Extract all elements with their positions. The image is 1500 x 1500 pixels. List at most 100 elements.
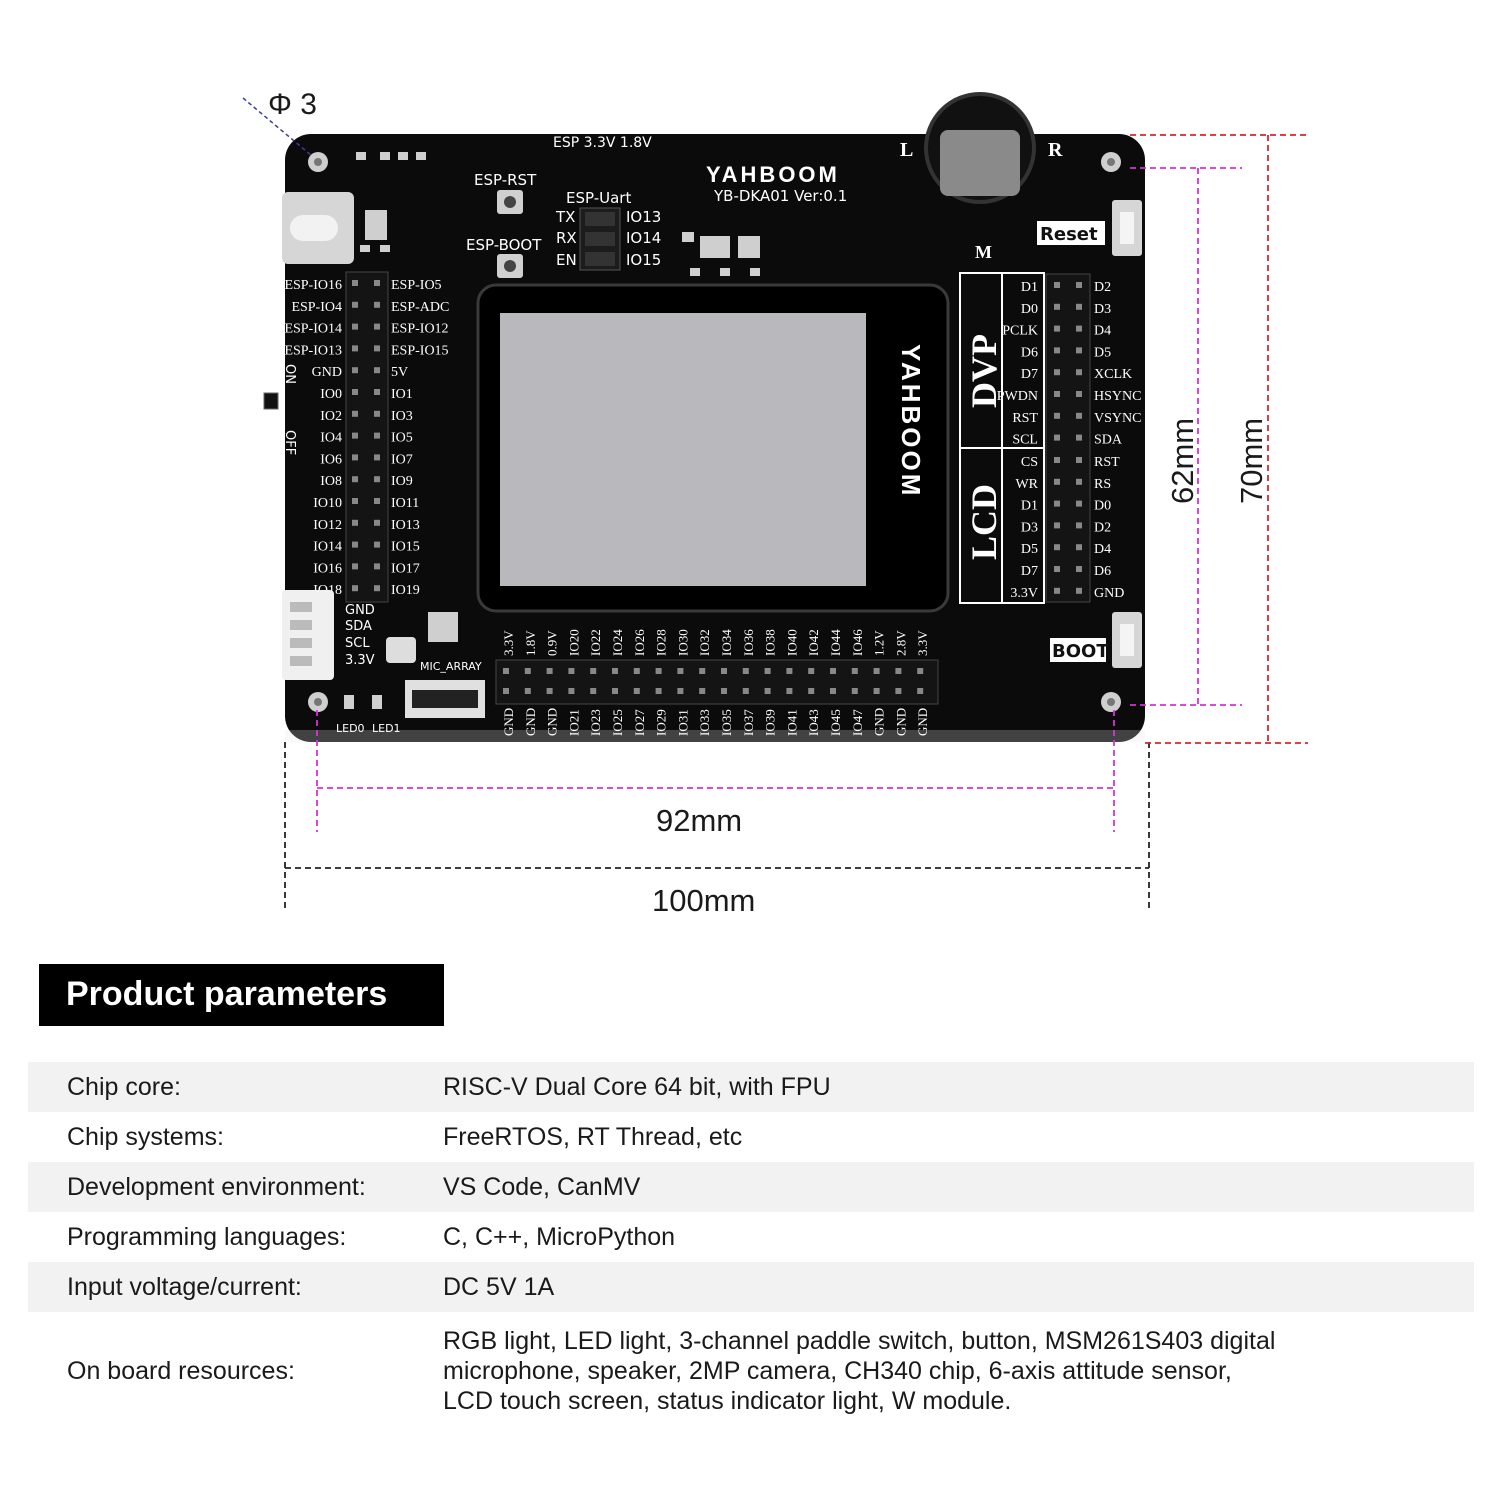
bottom-pin-label: GND — [893, 708, 908, 736]
bottom-pin-label: IO38 — [763, 629, 778, 656]
dvp-pin-label: D1 — [1021, 280, 1038, 295]
header-pin — [352, 519, 358, 526]
left-header-pin-label: IO3 — [391, 409, 413, 424]
header-pin — [786, 688, 793, 694]
uart-jumper-header[interactable] — [579, 207, 621, 271]
mounting-hole-icon — [1101, 692, 1121, 712]
header-pin — [1054, 544, 1060, 551]
led0-icon — [344, 695, 354, 709]
left-header-pin-label: 5V — [391, 365, 408, 380]
header-pin — [374, 519, 380, 526]
header-pin — [374, 389, 380, 395]
bottom-pin-label: IO46 — [850, 629, 865, 656]
left-header-pin-label: IO0 — [320, 387, 342, 402]
i2c-scl-label: SCL — [345, 636, 370, 651]
dvp-pin-label: SDA — [1094, 433, 1123, 448]
uart-io13-label: IO13 — [626, 208, 661, 226]
bottom-pin-label: 0.9V — [545, 630, 560, 656]
bottom-pin-label: IO35 — [719, 709, 734, 736]
bottom-pin-label: 1.2V — [872, 630, 887, 656]
left-header-pin-label: IO16 — [313, 561, 342, 576]
bottom-pin-header[interactable]: 3.3VGND1.8VGND0.9VGNDIO20IO21IO22IO23IO2… — [495, 629, 939, 736]
bottom-pin-label: IO42 — [806, 629, 821, 656]
dimension-outer-width — [284, 742, 1150, 910]
lcd-screen[interactable] — [500, 313, 866, 586]
header-pin — [895, 668, 902, 674]
header-pin — [524, 668, 531, 674]
bottom-pin-label: IO28 — [654, 629, 669, 656]
header-pin — [1076, 347, 1082, 354]
header-pin — [352, 367, 358, 374]
bottom-pin-label: IO26 — [632, 629, 647, 656]
header-pin — [352, 389, 358, 395]
lcd-brand-logo: YAHBOOM — [896, 344, 926, 498]
bottom-pin-label: IO27 — [632, 709, 647, 736]
header-pin — [742, 668, 749, 674]
header-pin — [1054, 347, 1060, 354]
header-pin — [851, 668, 858, 674]
bottom-pin-label: IO23 — [588, 709, 603, 736]
boot-label: BOOT — [1052, 641, 1109, 662]
header-pin — [633, 688, 640, 694]
power-switch[interactable] — [263, 392, 279, 410]
header-pin — [612, 688, 618, 694]
header-pin — [374, 367, 380, 374]
header-pin — [699, 688, 706, 694]
left-header-pin-label: ESP-ADC — [391, 300, 449, 315]
left-header-pin-label: ESP-IO5 — [391, 278, 442, 293]
bottom-pin-label: IO45 — [828, 709, 843, 736]
mounting-hole-icon — [308, 692, 328, 712]
header-pin — [1054, 478, 1060, 485]
bottom-pin-label: IO40 — [784, 629, 799, 656]
header-pin — [352, 345, 358, 352]
header-pin — [917, 668, 924, 674]
bottom-pin-label: IO33 — [697, 709, 712, 736]
speaker-icon — [386, 637, 416, 663]
header-pin — [677, 668, 684, 674]
param-row: Programming languages: C, C++, MicroPyth… — [28, 1212, 1474, 1262]
bottom-pin-label: 3.3V — [501, 630, 516, 656]
param-row: Chip core: RISC-V Dual Core 64 bit, with… — [28, 1062, 1474, 1112]
param-value: RGB light, LED light, 3-channel paddle s… — [443, 1327, 1276, 1415]
param-row: Chip systems: FreeRTOS, RT Thread, etc — [28, 1112, 1474, 1162]
reset-label: Reset — [1040, 224, 1098, 245]
uart-rx-label: RX — [556, 229, 577, 247]
dvp-pin-label: D3 — [1094, 302, 1111, 317]
bottom-pin-label: IO32 — [697, 629, 712, 656]
inner-height-label: 62mm — [1165, 418, 1200, 504]
header-pin — [352, 541, 358, 548]
header-pin — [1054, 325, 1060, 332]
param-row: Development environment: VS Code, CanMV — [28, 1162, 1474, 1212]
header-pin — [352, 323, 358, 330]
header-pin — [374, 454, 380, 461]
header-pin — [699, 668, 706, 674]
dvp-title: DVP — [964, 334, 1004, 408]
header-pin — [612, 668, 618, 674]
bottom-pin-label: GND — [523, 708, 538, 736]
header-pin — [1054, 457, 1060, 463]
esp-rst-label: ESP-RST — [474, 171, 537, 189]
header-pin — [1076, 369, 1082, 376]
param-value: VS Code, CanMV — [443, 1173, 641, 1201]
bottom-pin-label: IO47 — [850, 709, 865, 736]
lcd-pin-label: WR — [1015, 477, 1038, 492]
lcd-pin-label: 3.3V — [1010, 586, 1038, 601]
header-pin — [1076, 457, 1082, 463]
left-header-pin-label: IO5 — [391, 431, 413, 446]
header-pin — [1076, 566, 1082, 572]
lcd-pin-label: D4 — [1094, 542, 1111, 557]
dvp-pin-label: PWDN — [997, 389, 1038, 404]
left-header-pin-label: IO9 — [391, 474, 413, 489]
lcd-pin-label: RST — [1094, 455, 1120, 470]
header-pin — [895, 688, 902, 694]
dvp-lcd-block: DVP LCD — [959, 272, 1045, 604]
hole-callout-line — [242, 97, 313, 157]
header-pin — [1054, 391, 1060, 397]
param-label: Chip systems: — [67, 1122, 224, 1151]
bottom-pin-label: IO22 — [588, 629, 603, 656]
dimension-outer-height — [1130, 134, 1308, 744]
header-pin — [524, 688, 531, 694]
header-pin — [352, 410, 358, 417]
